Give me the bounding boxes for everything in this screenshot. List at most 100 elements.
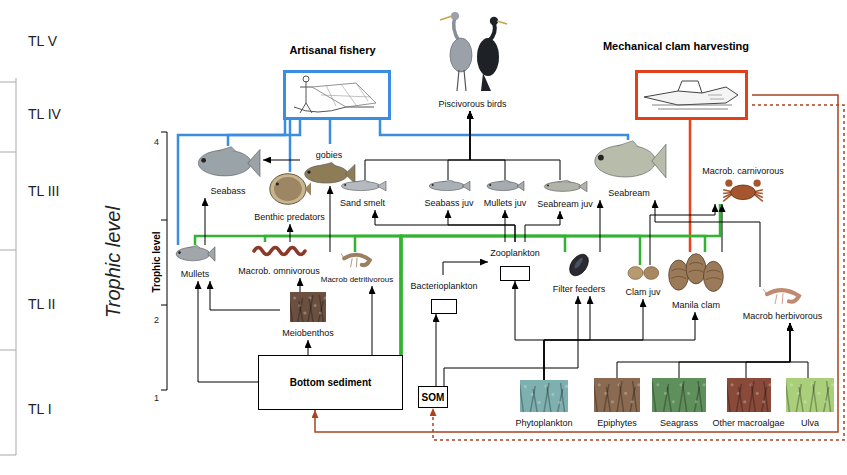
axis-tick-number: 4: [154, 138, 159, 148]
gear-sketch: [638, 73, 745, 117]
trophic-band-label: TL V: [28, 34, 57, 49]
organism-label: Clam juv: [625, 287, 660, 298]
organism-node: Meiobenthos: [280, 292, 336, 340]
compartment-box: Bottom sediment: [258, 355, 403, 410]
organism-node: Bacterioplankton: [408, 275, 480, 314]
organism-icon: [174, 245, 216, 263]
flow-connector: [263, 160, 300, 161]
organism-icon: [339, 180, 387, 192]
flow-connector: [470, 111, 505, 180]
flow-connector: [689, 120, 692, 252]
harvest-box: Artisanal fishery: [270, 44, 395, 120]
organism-node: Seabass juv: [422, 180, 476, 210]
flow-connector: [205, 198, 206, 245]
flow-connector: [650, 204, 715, 265]
flow-connector: [679, 323, 790, 378]
box-heading: Artisanal fishery: [270, 44, 395, 57]
organism-node: Seagrass: [650, 378, 708, 430]
flow-connector: [401, 204, 720, 355]
flow-connector: [525, 211, 560, 242]
flow-connector: [290, 224, 291, 242]
organism-icon: [341, 252, 373, 268]
organism-node: Zooplankton: [488, 242, 542, 281]
organism-node: Manila clam: [665, 252, 727, 312]
axis-tick-number: 1: [154, 394, 159, 404]
flow-connector: [300, 278, 301, 292]
organism-label: Piscivorous birds: [438, 99, 506, 110]
organism-node: Ulva: [784, 378, 836, 430]
flow-connector: [515, 281, 544, 380]
flow-connector: [544, 296, 590, 380]
organism-node: Macrob herbivorous: [740, 287, 825, 323]
flow-connector: [329, 120, 332, 144]
organism-icon: [269, 172, 311, 206]
flow-connector: [617, 323, 790, 378]
organism-node: Clam juv: [622, 265, 664, 299]
organism-label: Mullets juv: [484, 198, 527, 209]
organism-node: Other macroalgae: [710, 378, 787, 430]
box-label: Bottom sediment: [290, 377, 372, 388]
organism-icon: [500, 266, 530, 281]
trophic-axis: [161, 132, 167, 390]
trophic-band-rules: [0, 78, 16, 455]
organism-node: Seabream juv: [535, 180, 595, 211]
flow-connector: [433, 105, 844, 440]
organism-label: Other macroalgae: [712, 418, 784, 429]
axis-tick-number: 2: [154, 316, 159, 326]
organism-icon: [485, 180, 525, 192]
organism-icon: [431, 299, 457, 314]
organism-label: Macrob. omnivorous: [238, 266, 320, 277]
organism-icon: [437, 5, 509, 93]
harvest-frame: [635, 70, 748, 120]
flow-connector: [443, 262, 488, 275]
organism-icon: [427, 180, 471, 192]
organism-label: Benthic predators: [254, 212, 325, 223]
harvest-box: Mechanical clam harvesting: [600, 40, 752, 120]
organism-icon: [721, 178, 765, 204]
organism-icon: [786, 378, 834, 412]
flow-connector: [722, 204, 723, 252]
organism-icon: [565, 252, 593, 278]
flow-connector: [372, 286, 373, 355]
organism-node: Epiphytes: [593, 378, 641, 430]
flow-connector: [330, 186, 331, 252]
organism-node: Sand smelt: [335, 180, 390, 210]
flow-connector: [308, 340, 309, 355]
organism-label: Manila clam: [672, 300, 720, 311]
flow-connector: [178, 120, 285, 245]
flow-connector: [470, 111, 560, 180]
organism-node: Macrob. omnivorous: [236, 242, 322, 278]
organism-icon: [520, 380, 568, 412]
organism-label: Mullets: [181, 269, 210, 280]
organism-icon: [652, 378, 706, 412]
organism-label: gobies: [316, 150, 343, 161]
organism-label: Epiphytes: [597, 418, 637, 429]
flow-connector: [401, 236, 640, 355]
organism-label: Seabass: [210, 186, 245, 197]
flow-connector: [195, 236, 401, 355]
organism-node: Macrob detritivorous: [318, 252, 396, 286]
organism-label: Ulva: [801, 418, 819, 429]
organism-label: Macrob. carnivorous: [702, 166, 784, 177]
organism-icon: [252, 242, 307, 260]
organism-label: Phytoplankton: [515, 418, 572, 429]
flow-connector: [505, 210, 506, 242]
organism-label: Macrob herbivorous: [743, 311, 823, 322]
organism-label: Seabass juv: [424, 198, 473, 209]
organism-icon: [290, 292, 326, 322]
organism-node: Phytoplankton: [512, 380, 576, 430]
flow-connector: [436, 314, 437, 386]
organism-node: Macrob. carnivorous: [700, 160, 786, 204]
flow-connector: [401, 236, 565, 355]
box-heading: Mechanical clam harvesting: [600, 40, 752, 53]
organism-icon: [195, 146, 261, 180]
harvest-frame: [283, 70, 391, 120]
organism-label: Bacterioplankton: [410, 281, 477, 292]
gear-sketch: [286, 73, 388, 117]
flow-connector: [365, 111, 470, 180]
flow-connector: [210, 281, 280, 310]
flow-connector: [444, 296, 578, 386]
organism-label: Zooplankton: [490, 248, 540, 259]
flow-connector: [380, 120, 628, 140]
